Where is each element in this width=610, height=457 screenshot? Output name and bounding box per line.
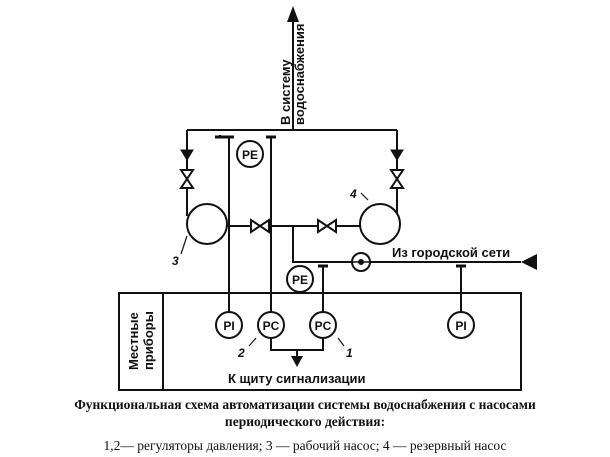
pe-mid-instrument: PE (286, 265, 314, 293)
svg-text:PE: PE (292, 273, 308, 287)
to-water-supply-label-1: В систему (278, 59, 293, 125)
to-alarm-panel-label: К щиту сигнализации (228, 371, 366, 386)
alarm-signal-lines (270, 338, 324, 367)
impulse-lines (215, 135, 466, 312)
pi-left-instrument: PI (215, 311, 243, 339)
svg-text:PC: PC (263, 319, 280, 333)
working-pump-icon (186, 203, 228, 245)
regulator-2-number: 2 (237, 346, 245, 360)
flow-meter-icon (351, 252, 371, 272)
pi-right-instrument: PI (447, 311, 475, 339)
gate-valve-right-icon (389, 169, 405, 189)
svg-text:PE: PE (242, 148, 258, 162)
pc-right-instrument: PC (309, 311, 337, 339)
pump-reserve-number: 4 (349, 187, 357, 201)
city-supply-line (292, 226, 537, 272)
gate-valve-suction-right-icon (317, 218, 337, 234)
check-valve-left-icon (180, 149, 194, 161)
local-instruments-label-1: Местные (126, 312, 141, 370)
caption-legend: 1,2— регуляторы давления; 3 — рабочий на… (103, 438, 507, 453)
pump-working-number: 3 (172, 254, 179, 268)
local-instruments-label-2: приборы (141, 311, 156, 370)
right-discharge-line (389, 130, 405, 208)
pc-left-instrument: PC (257, 311, 285, 339)
pe-top-instrument: PE (236, 140, 264, 168)
gate-valve-left-icon (179, 169, 195, 189)
to-water-supply-label-2: водоснабжения (292, 24, 307, 126)
reserve-pump-icon (359, 203, 401, 245)
svg-text:PI: PI (223, 319, 234, 333)
leader-lines (180, 192, 369, 347)
svg-text:PI: PI (455, 319, 466, 333)
caption-title-line-1: Функциональная схема автоматизации систе… (74, 397, 536, 412)
supply-arrow-icon (521, 254, 537, 270)
check-valve-right-icon (390, 149, 404, 161)
regulator-1-number: 1 (346, 346, 353, 360)
local-instruments-panel (118, 292, 522, 391)
gate-valve-suction-left-icon (250, 218, 270, 234)
caption-title: Функциональная схема автоматизации систе… (0, 396, 610, 430)
left-discharge-line (179, 130, 195, 208)
from-city-network-label: Из городской сети (392, 245, 510, 260)
automation-diagram: PE PE PI PC PC PI В систему водоснабжени… (118, 6, 537, 391)
caption-title-line-2: периодического действия: (224, 414, 386, 429)
outlet-pipe (287, 6, 299, 130)
svg-text:PC: PC (315, 319, 332, 333)
